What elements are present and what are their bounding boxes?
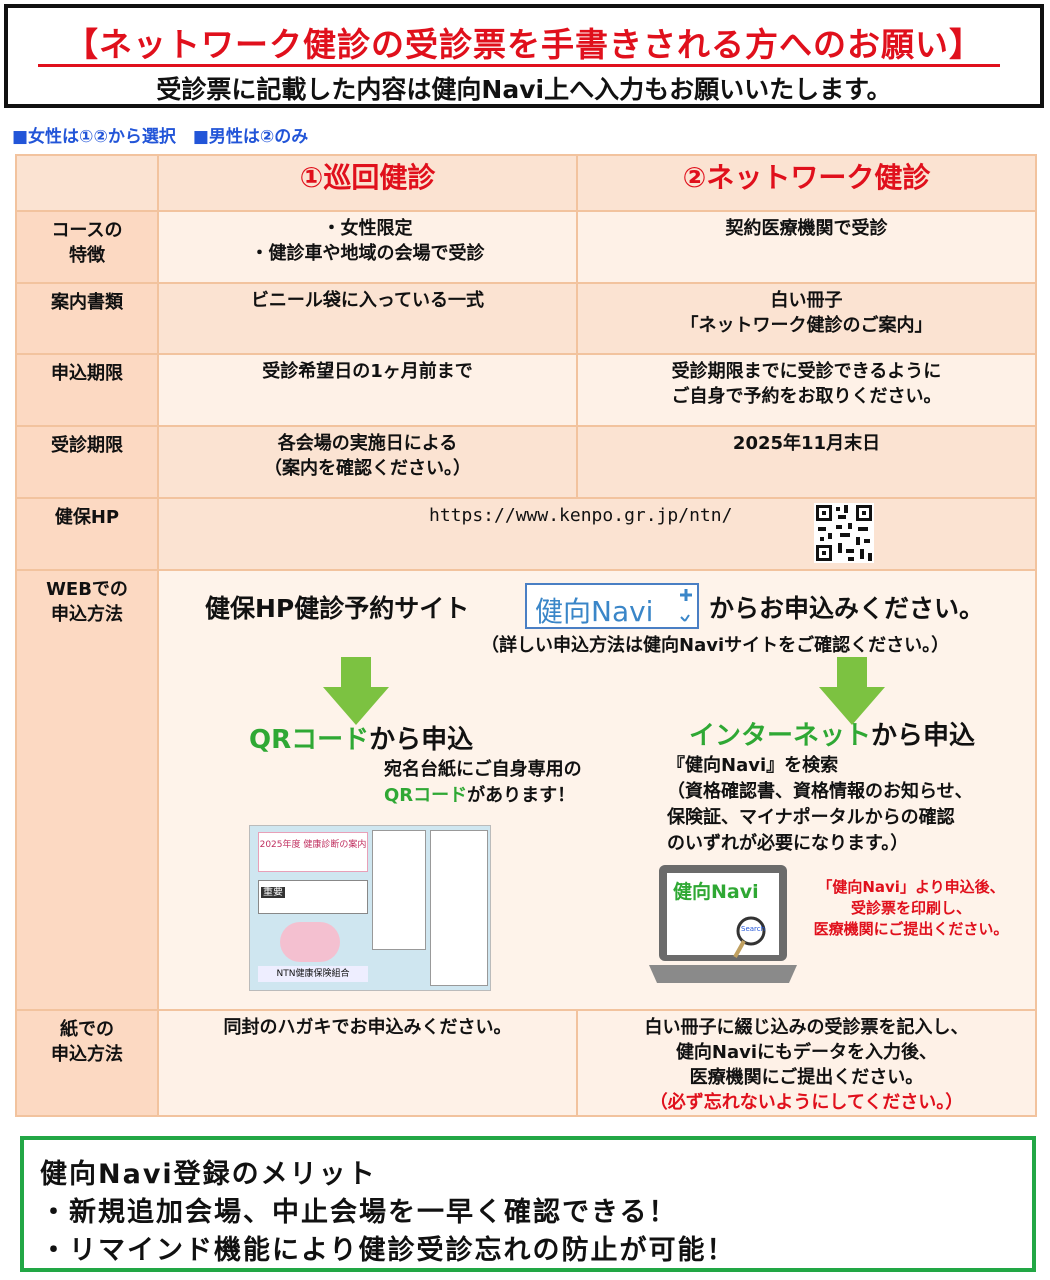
table-row-paper: 紙での申込方法 同封のハガキでお申込みください。 白い冊子に綴じ込みの受診票を記… [15,1009,1037,1117]
gender-legend: ■女性は①②から選択 ■男性は②のみ [12,127,309,147]
table-header-row: ①巡回健診 ②ネットワーク健診 [15,154,1037,212]
down-arrow-icon [323,657,389,725]
web-apply-cell: 健保HP健診予約サイト 健向Navi からお申込みください。 （詳しい申込方法は… [157,569,1037,1011]
table-row-exam-deadline: 受診期限 各会場の実施日による（案内を確認ください。） 2025年11月末日 [15,425,1037,499]
table-row-hp: 健保HP https://www.kenpo.gr.jp/ntn/ [15,497,1037,571]
merit-item-2: ・リマインド機能により健診受診忘れの防止が可能！ [40,1235,736,1266]
navi-logo-mark-icon [680,589,692,622]
apply-deadline-junkai: 受診希望日の1ヶ月前まで [157,353,578,427]
row-label-exam-deadline: 受診期限 [15,425,159,499]
web-detail-note: （詳しい申込方法は健向Naviサイトをご確認ください。） [481,635,950,656]
hp-cell: https://www.kenpo.gr.jp/ntn/ [157,497,1037,571]
title-underline [38,64,1000,67]
title-box: 【ネットワーク健診の受診票を手書きされる方へのお願い】 受診票に記載した内容は健… [4,4,1044,108]
apply-deadline-network: 受診期限までに受診できるようにご自身で予約をお取りください。 [576,353,1037,427]
row-label-apply-deadline: 申込期限 [15,353,159,427]
col-header-network: ②ネットワーク健診 [576,154,1037,212]
row-label-paper: 紙での申込方法 [15,1009,159,1117]
qr-code-icon[interactable] [814,503,874,563]
qr-apply-desc: 宛名台紙にご自身専用の QRコードがあります！ [384,759,582,806]
kenko-navi-logo[interactable]: 健向Navi [525,583,699,629]
table-row-course: コースの特徴 ・女性限定・健診車や地域の会場で受診 契約医療機関で受診 [15,210,1037,284]
corner-cell [15,154,159,212]
col-header-junkai: ①巡回健診 [157,154,578,212]
kenpo-url-link[interactable]: https://www.kenpo.gr.jp/ntn/ [429,505,733,526]
page-subtitle: 受診票に記載した内容は健向Navi上へ入力もお願いいたします。 [156,75,892,104]
navi-red-note: 「健向Navi」より申込後、 受診票を印刷し、 医療機関にご提出ください。 [813,878,1009,938]
internet-apply-desc: 『健向Navi』を検索 （資格確認書、資格情報のお知らせ、 保険証、マイナポータ… [667,755,973,854]
docs-junkai: ビニール袋に入っている一式 [157,282,578,355]
qr-apply-heading: QRコードから申込 [249,725,474,755]
table-row-apply-deadline: 申込期限 受診希望日の1ヶ月前まで 受診期限までに受診できるようにご自身で予約を… [15,353,1037,427]
row-label-course: コースの特徴 [15,210,159,284]
laptop-icon [649,865,797,983]
exam-deadline-junkai: 各会場の実施日による（案内を確認ください。） [157,425,578,499]
internet-apply-heading: インターネットから申込 [689,721,976,751]
exam-deadline-network: 2025年11月末日 [576,425,1037,499]
brochure-image: 2025年度 健康診断の案内 重要 NTN健康保険組合 [249,825,491,991]
docs-network: 白い冊子「ネットワーク健診のご案内」 [576,282,1037,355]
row-label-docs: 案内書類 [15,282,159,355]
merit-item-1: ・新規追加会場、中止会場を一早く確認できる！ [40,1197,678,1228]
merit-box: 健向Navi登録のメリット ・新規追加会場、中止会場を一早く確認できる！ ・リマ… [20,1136,1036,1272]
laptop-search-text: Search [741,925,766,933]
laptop-screen-text: 健向Navi [673,881,759,903]
course-junkai: ・女性限定・健診車や地域の会場で受診 [157,210,578,284]
paper-network: 白い冊子に綴じ込みの受診票を記入し、 健向Naviにもデータを入力後、 医療機関… [576,1009,1037,1117]
page-title: 【ネットワーク健診の受診票を手書きされる方へのお願い】 [65,25,983,64]
course-network: 契約医療機関で受診 [576,210,1037,284]
row-label-hp: 健保HP [15,497,159,571]
paper-junkai: 同封のハガキでお申込みください。 [157,1009,578,1117]
comparison-table: ①巡回健診 ②ネットワーク健診 コースの特徴 ・女性限定・健診車や地域の会場で受… [15,154,1037,1117]
row-label-web: WEBでの申込方法 [15,569,159,1011]
web-intro-pre: 健保HP健診予約サイト [205,594,470,623]
web-intro-post: からお申込みください。 [709,594,985,623]
merit-title: 健向Navi登録のメリット [40,1159,377,1190]
table-row-web: WEBでの申込方法 健保HP健診予約サイト 健向Navi からお申込みください。… [15,569,1037,1011]
down-arrow-icon [819,657,885,725]
table-row-docs: 案内書類 ビニール袋に入っている一式 白い冊子「ネットワーク健診のご案内」 [15,282,1037,355]
